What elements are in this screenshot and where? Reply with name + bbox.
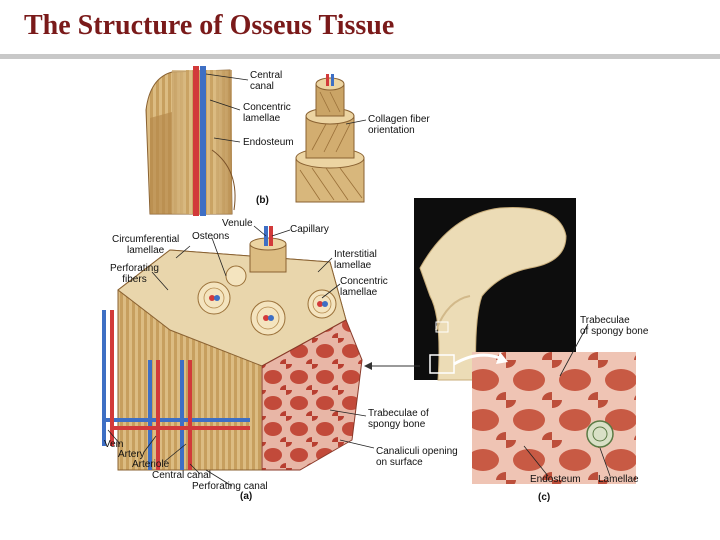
label-artery: Artery (118, 449, 145, 460)
compact-bone-block-drawing (102, 226, 363, 471)
label-canaliculi-opening: Canaliculi opening on surface (376, 446, 458, 468)
label-venule: Venule (222, 218, 253, 229)
label-lamellae-c: Lamellae (598, 474, 639, 485)
label-central-canal-a: Central canal (152, 470, 211, 481)
leader-lines (107, 73, 611, 487)
slide-title: The Structure of Osseus Tissue (24, 10, 395, 41)
label-central-canal-b: Central canal (250, 70, 283, 92)
panel-letter-a: (a) (240, 491, 253, 502)
label-collagen-fiber-orientation: Collagen fiber orientation (368, 114, 430, 136)
zoom-arrow (453, 353, 501, 366)
spongy-bone-closeup (472, 352, 636, 484)
label-circumferential-lamellae: Circumferential lamellae (112, 234, 180, 256)
label-perforating-fibers: Perforating fibers (110, 263, 159, 285)
label-vein: Vein (104, 439, 124, 450)
label-endosteum-b: Endosteum (243, 137, 294, 148)
collagen-fiber-cylinder-drawing (295, 74, 365, 203)
label-osteons: Osteons (192, 231, 230, 242)
femur-photo (414, 198, 576, 381)
label-arteriole: Arteriole (132, 459, 170, 470)
panel-letter-c: (c) (538, 492, 551, 503)
title-divider (0, 54, 720, 59)
label-capillary: Capillary (290, 224, 329, 235)
osteon-cutaway-drawing (145, 66, 236, 216)
label-trabeculae-spongy-bone-a: Trabeculae of spongy bone (368, 408, 429, 430)
label-perforating-canal: Perforating canal (192, 481, 268, 492)
panel-letter-b: (b) (256, 195, 269, 206)
label-trabeculae-spongy-bone-c: Trabeculae of spongy bone (580, 315, 649, 337)
label-interstitial-lamellae: Interstitial lamellae (334, 249, 377, 271)
label-endosteum-c: Endosteum (530, 474, 581, 485)
label-concentric-lamellae-b: Concentric lamellae (243, 102, 291, 124)
label-concentric-lamellae-a: Concentric lamellae (340, 276, 388, 298)
